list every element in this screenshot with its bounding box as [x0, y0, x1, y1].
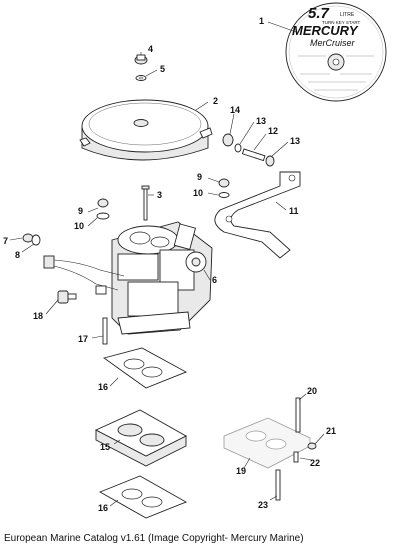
gasket-upper: [102, 347, 188, 389]
nut-washer-left: [96, 198, 110, 220]
callout-17: 17: [78, 334, 88, 344]
linkage-stud-assembly: [222, 133, 275, 167]
choke-wire-harness: [22, 233, 125, 295]
cd-disc: 5.7 LITRE TURN KEY START MERCURY MerCrui…: [285, 2, 387, 102]
callout-5: 5: [160, 64, 165, 74]
air-cleaner: [79, 99, 213, 161]
callout-9-left: 9: [78, 206, 83, 216]
callout-16-lower: 16: [98, 503, 108, 513]
throttle-bracket: [214, 171, 301, 259]
gasket-lower: [98, 475, 188, 519]
callout-14: 14: [230, 105, 240, 115]
disc-engine-size: 5.7: [308, 5, 330, 22]
washer-top: [135, 75, 147, 81]
callout-1: 1: [259, 16, 264, 26]
callout-9-right: 9: [197, 172, 202, 182]
callout-22: 22: [310, 458, 320, 468]
adapter-studs: [275, 397, 317, 501]
callout-2: 2: [213, 96, 218, 106]
callout-3: 3: [157, 190, 162, 200]
adapter-plate: [223, 417, 311, 469]
callout-8: 8: [15, 250, 20, 260]
wing-nut: [134, 54, 148, 65]
disc-product: MerCruiser: [310, 38, 356, 48]
callout-11: 11: [289, 206, 299, 216]
callout-21: 21: [326, 426, 336, 436]
callout-10-right: 10: [193, 188, 203, 198]
callout-15: 15: [100, 442, 110, 452]
callout-6: 6: [212, 275, 217, 285]
callout-13-lower: 13: [290, 136, 300, 146]
callout-4: 4: [148, 44, 153, 54]
disc-litre: LITRE: [340, 12, 355, 18]
disc-start-type: TURN KEY START: [322, 20, 361, 25]
carb-mount-stud: [102, 317, 108, 345]
callout-16-upper: 16: [98, 382, 108, 392]
carb-spacer: [94, 409, 187, 467]
carb-stud: [141, 185, 150, 221]
callout-20: 20: [307, 386, 317, 396]
callout-13-upper: 13: [256, 116, 266, 126]
callout-12: 12: [268, 126, 278, 136]
callout-18: 18: [33, 311, 43, 321]
callout-23: 23: [258, 500, 268, 510]
carburetor: [111, 221, 213, 335]
callout-7: 7: [3, 236, 8, 246]
idle-screw-knob: [57, 290, 77, 304]
image-caption: European Marine Catalog v1.61 (Image Cop…: [4, 533, 304, 544]
callout-10-left: 10: [74, 221, 84, 231]
carburetor-parts-diagram: 5.7 LITRE TURN KEY START MERCURY MerCrui…: [3, 2, 387, 519]
callout-19: 19: [236, 466, 246, 476]
leader-lines: [9, 21, 325, 507]
callout-labels: 1 2 3 4 5 6 7 8 9 9 10 10 11 12 13 13 14…: [3, 16, 336, 513]
nut-washer-right: [218, 178, 230, 198]
disc-brand: MERCURY: [292, 23, 359, 38]
